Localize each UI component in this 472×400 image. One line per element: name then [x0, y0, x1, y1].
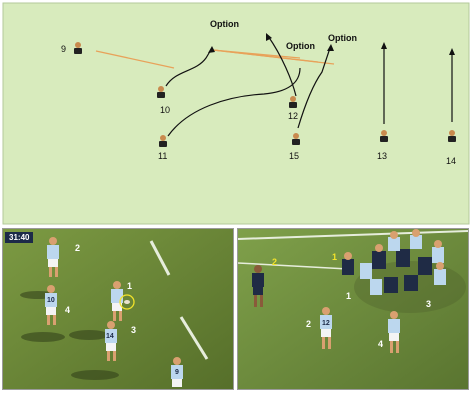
option-label: Option	[286, 41, 315, 51]
run-line-10	[165, 47, 213, 87]
pitch-line	[238, 262, 349, 270]
match-still-right: 12 2 1 1 2 3 4	[237, 228, 469, 390]
arrow-head-icon	[381, 42, 387, 49]
jersey-number: 14	[106, 333, 114, 340]
run-line-12	[267, 35, 297, 97]
player-icon	[448, 130, 456, 142]
player-icons	[74, 42, 456, 147]
pitch-line	[149, 240, 171, 276]
annotation-label: 1	[346, 291, 351, 301]
player-number: 14	[446, 156, 456, 166]
pitch-line	[179, 316, 209, 360]
annotation-label: 2	[306, 319, 311, 329]
annotation-label: 3	[426, 299, 431, 309]
option-label: Option	[210, 19, 239, 29]
annotation-label: 4	[378, 339, 383, 349]
arrow-heads	[208, 33, 455, 55]
player-figure	[47, 237, 59, 277]
player-figure	[388, 311, 400, 353]
player-number: 15	[289, 151, 299, 161]
annotation-label: 2	[272, 257, 277, 267]
jersey-number: 9	[175, 369, 179, 376]
player-icon	[292, 133, 300, 145]
player-number: 12	[288, 111, 298, 121]
player-number: 13	[377, 151, 387, 161]
player-icon	[157, 86, 165, 98]
pass-line-option-3	[212, 49, 335, 65]
pitch-scene-left: 10 14 9 2 4 1 3	[3, 229, 233, 389]
run-lines	[165, 35, 453, 137]
match-still-left: 10 14 9 2 4 1 3 31:40	[2, 228, 234, 390]
field-background	[2, 2, 470, 225]
pass-lines	[95, 49, 335, 69]
arrow-head-icon	[208, 46, 215, 53]
jersey-number: 12	[322, 320, 330, 327]
player-number: 9	[61, 44, 66, 54]
pitch-line	[238, 230, 468, 240]
pass-line-9-10	[95, 50, 175, 69]
player-number: 10	[160, 105, 170, 115]
player-icon	[380, 130, 388, 142]
run-line-11	[167, 67, 301, 137]
pitch-scene-right: 12 2 1 1 2 3 4	[238, 229, 468, 389]
match-clock: 31:40	[5, 232, 34, 243]
arrow-head-icon	[266, 33, 272, 41]
annotation-label: 4	[65, 305, 70, 315]
tactics-diagram: Option Option Option 9 10 11 12 1	[2, 2, 470, 225]
player-icon	[74, 42, 82, 54]
player-figure	[171, 357, 183, 387]
run-line-15	[297, 47, 331, 129]
arrow-head-icon	[449, 48, 455, 55]
annotation-label: 1	[127, 281, 132, 291]
ball-highlight-ring	[119, 294, 135, 310]
player-figure	[105, 321, 117, 361]
ball-icon	[124, 300, 130, 304]
player-figure	[45, 285, 57, 325]
player-figure	[252, 265, 264, 307]
player-icon	[289, 96, 297, 108]
annotation-label: 1	[332, 252, 337, 262]
player-icon	[159, 135, 167, 147]
players-right	[252, 265, 400, 353]
ruck-cluster	[342, 229, 466, 313]
arrow-head-icon	[327, 44, 334, 51]
annotation-label: 3	[131, 325, 136, 335]
player-figure	[320, 307, 332, 349]
grass	[238, 229, 468, 389]
option-label: Option	[328, 33, 357, 43]
annotation-label: 2	[75, 243, 80, 253]
jersey-number: 10	[47, 297, 55, 304]
player-number: 11	[158, 151, 167, 161]
players-left	[45, 237, 183, 387]
